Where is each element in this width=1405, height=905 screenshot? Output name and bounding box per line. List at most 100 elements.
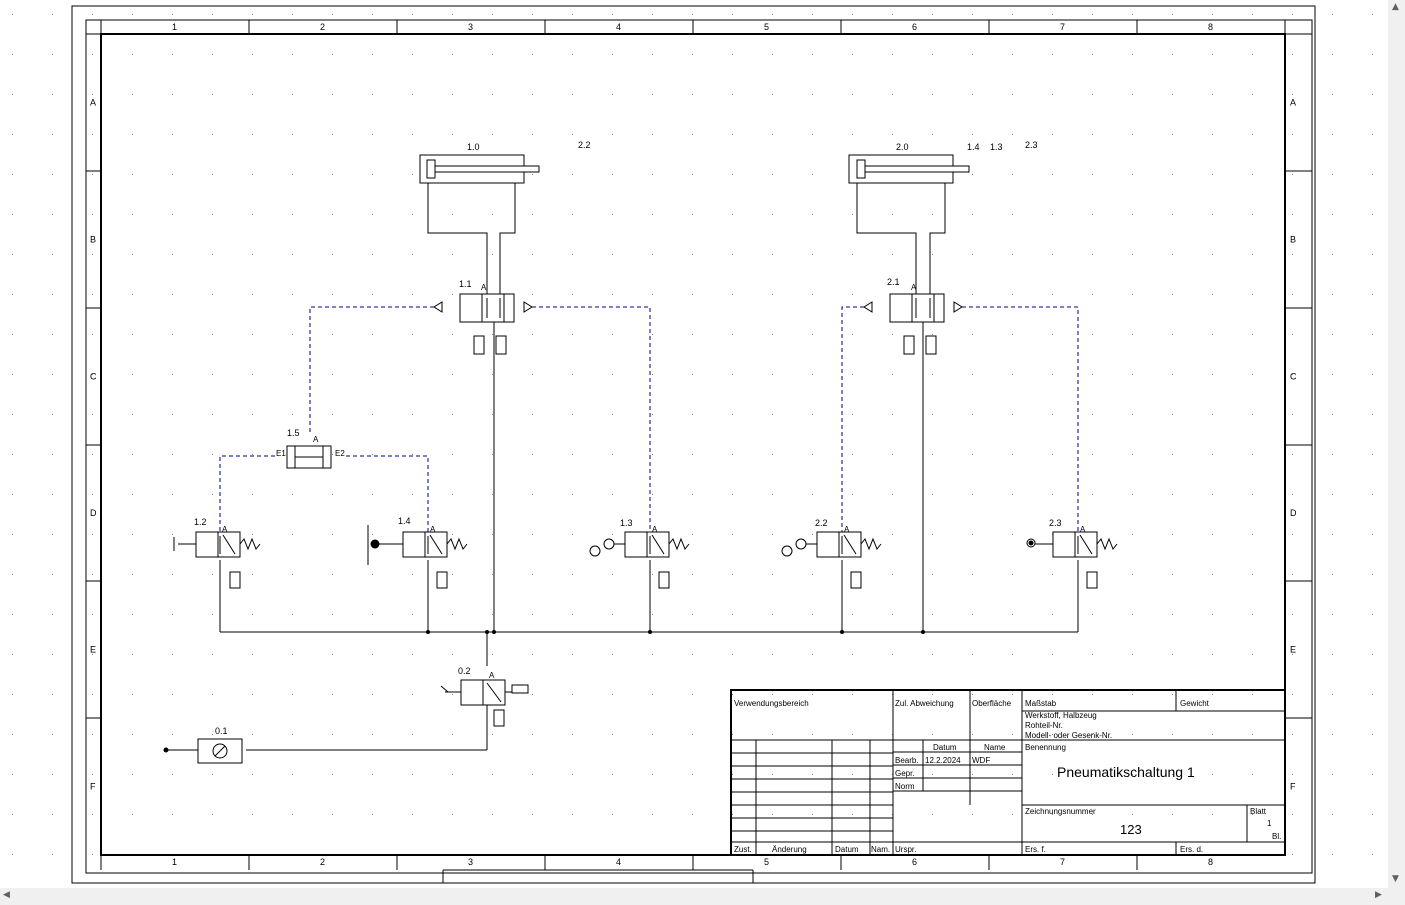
svg-text:Ers. d.: Ers. d. (1180, 845, 1203, 854)
label-valve-2-1: 2.1 (887, 277, 900, 287)
grid-col-label-top: 5 (764, 22, 769, 32)
drawing-number: 123 (1120, 822, 1142, 837)
grid-row-label-left: D (90, 508, 97, 518)
grid-row-label-left: E (90, 645, 96, 655)
ref-1-4: 1.4 (967, 142, 980, 152)
svg-text:Änderung: Änderung (772, 845, 807, 854)
scroll-left-icon[interactable]: ◀ (3, 890, 10, 900)
grid-row-label-right: B (1290, 235, 1296, 245)
grid-col-label-bottom: 8 (1208, 857, 1213, 867)
svg-text:Verwendungsbereich: Verwendungsbereich (734, 699, 809, 708)
svg-text:Ers. f.: Ers. f. (1025, 845, 1046, 854)
ref-2-3: 2.3 (1025, 140, 1038, 150)
grid-col-label-top: 7 (1060, 22, 1065, 32)
grid-col-label-bottom: 5 (764, 857, 769, 867)
svg-text:Maßstab: Maßstab (1025, 699, 1057, 708)
svg-text:Bl.: Bl. (1272, 832, 1281, 841)
svg-text:Modell- oder Gesenk-Nr.: Modell- oder Gesenk-Nr. (1025, 731, 1112, 740)
grid-row-label-left: F (90, 782, 96, 792)
valve-1-4[interactable] (367, 525, 468, 589)
svg-text:A: A (844, 525, 850, 534)
pilot-lines (219, 306, 1079, 532)
svg-text:A: A (430, 525, 436, 534)
grid-row-label-left: C (90, 372, 97, 382)
valve-0-2[interactable] (440, 679, 529, 727)
grid-col-label-bottom: 3 (468, 857, 473, 867)
valve-1-3[interactable] (589, 531, 690, 589)
horizontal-scrollbar[interactable]: ◀ ▶ (0, 888, 1388, 905)
label-2-2: 2.2 (815, 518, 828, 528)
svg-text:1: 1 (1267, 819, 1272, 828)
border-frame (85, 19, 1313, 874)
valve-2-2[interactable] (781, 531, 882, 589)
svg-text:E1: E1 (276, 449, 286, 458)
label-cyl-1-0: 1.0 (467, 142, 480, 152)
svg-text:Oberfläche: Oberfläche (972, 699, 1012, 708)
grid-row-label-right: F (1290, 782, 1296, 792)
title-block (730, 689, 1286, 856)
svg-text:Bearb.: Bearb. (895, 756, 919, 765)
svg-text:Rohteil-Nr.: Rohteil-Nr. (1025, 721, 1063, 730)
svg-text:Benennung: Benennung (1025, 743, 1066, 752)
svg-text:Name: Name (984, 743, 1006, 752)
pressure-source-0-1[interactable] (197, 738, 243, 764)
grid-col-label-top: 4 (616, 22, 621, 32)
label-1-3: 1.3 (620, 518, 633, 528)
svg-text:Blatt: Blatt (1250, 807, 1267, 816)
svg-text:Zust.: Zust. (734, 845, 752, 854)
grid-row-label-right: A (1290, 98, 1296, 108)
svg-text:WDF: WDF (972, 756, 990, 765)
svg-text:A: A (489, 671, 495, 680)
ref-2-2: 2.2 (578, 140, 591, 150)
svg-text:A: A (222, 525, 228, 534)
svg-text:Werkstoff, Halbzeug: Werkstoff, Halbzeug (1025, 711, 1097, 720)
label-1-4: 1.4 (398, 516, 411, 526)
grid-row-label-right: C (1290, 372, 1297, 382)
grid-col-label-top: 8 (1208, 22, 1213, 32)
svg-text:A: A (652, 525, 658, 534)
logic-element-1-5[interactable] (286, 445, 332, 469)
scrollbar-corner (1388, 888, 1405, 905)
vertical-scrollbar[interactable]: ▲ ▼ (1388, 0, 1405, 888)
grid-col-label-bottom: 2 (320, 857, 325, 867)
scroll-up-icon[interactable]: ▲ (1392, 2, 1399, 12)
svg-text:A: A (1080, 525, 1086, 534)
label-valve-1-1: 1.1 (459, 279, 472, 289)
svg-text:Datum: Datum (835, 845, 859, 854)
cylinder-2-0[interactable] (848, 154, 970, 184)
scroll-right-icon[interactable]: ▶ (1375, 890, 1382, 900)
label-0-1: 0.1 (215, 726, 228, 736)
svg-text:Nam.: Nam. (871, 845, 890, 854)
svg-text:A: A (313, 435, 319, 444)
valve-1-2[interactable] (173, 531, 261, 589)
drawing-title: Pneumatikschaltung 1 (1057, 764, 1195, 780)
grid-col-label-bottom: 7 (1060, 857, 1065, 867)
svg-text:Zul. Abweichung: Zul. Abweichung (895, 699, 954, 708)
ref-1-3: 1.3 (990, 142, 1003, 152)
grid-row-label-left: A (90, 98, 96, 108)
cylinder-1-0[interactable] (419, 154, 540, 184)
grid-col-label-top: 6 (912, 22, 917, 32)
grid-row-label-left: B (90, 235, 96, 245)
valve-2-3[interactable] (1026, 531, 1118, 589)
label-0-2: 0.2 (458, 666, 471, 676)
svg-text:Zeichnungsnummer: Zeichnungsnummer (1025, 807, 1096, 816)
svg-text:Gewicht: Gewicht (1180, 699, 1210, 708)
grid-col-label-top: 1 (172, 22, 177, 32)
svg-text:Urspr.: Urspr. (895, 845, 916, 854)
svg-text:Datum: Datum (933, 743, 957, 752)
label-2-3: 2.3 (1049, 518, 1062, 528)
grid-col-label-bottom: 1 (172, 857, 177, 867)
valve-2-1[interactable] (863, 293, 963, 355)
label-1-5: 1.5 (287, 428, 300, 438)
paper-outer-frame (71, 5, 1316, 884)
label-cyl-2-0: 2.0 (896, 142, 909, 152)
label-1-2: 1.2 (194, 517, 207, 527)
scroll-down-icon[interactable]: ▼ (1392, 874, 1399, 884)
svg-text:12.2.2024: 12.2.2024 (925, 756, 961, 765)
grid-col-label-bottom: 4 (616, 857, 621, 867)
valve-1-1[interactable] (433, 293, 533, 355)
grid-col-label-top: 2 (320, 22, 325, 32)
